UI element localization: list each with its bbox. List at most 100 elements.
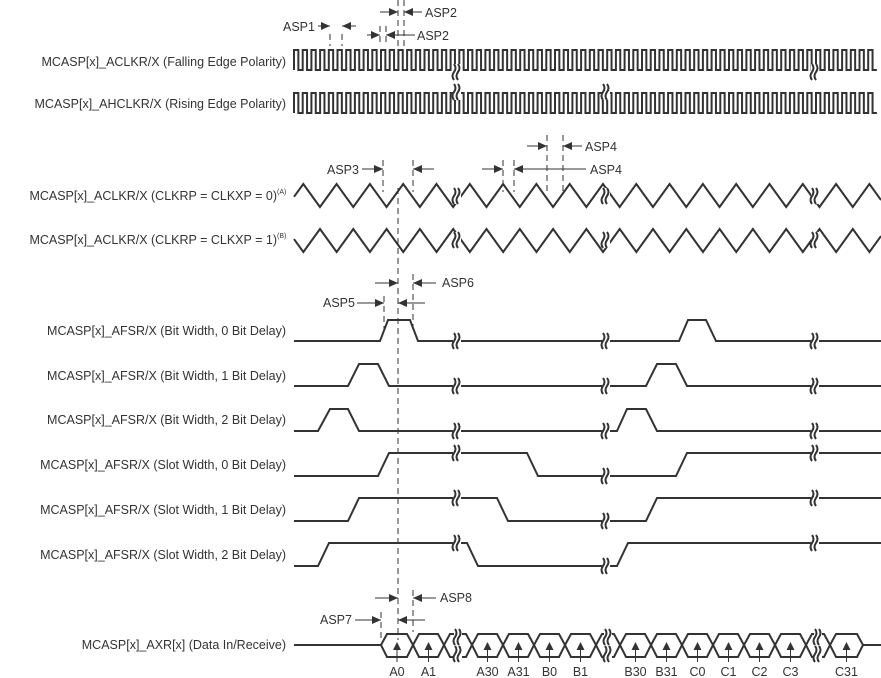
afsr-bit1-wave-break-squiggle [813, 377, 819, 395]
signal-label-aclk-clkp1: MCASP[x]_ACLKR/X (CLKRP = CLKXP = 1) [29, 233, 277, 247]
axr-break-squiggle [816, 628, 822, 646]
aclk-clkp1-break-squiggle [451, 231, 457, 249]
sample-arrow-icon [514, 642, 523, 650]
aclk-falling-break-squiggle [451, 63, 457, 81]
aclk-clkp1-break-squiggle [813, 231, 819, 249]
afsr-bit0-wave-break-squiggle [600, 332, 606, 350]
data-slot-label: B1 [573, 665, 588, 678]
signal-label-ahclk-rising: MCASP[x]_AHCLKR/X (Rising Edge Polarity) [35, 97, 286, 111]
signal-labels: MCASP[x]_ACLKR/X (Falling Edge Polarity)… [29, 55, 286, 652]
signal-label-afsr-bit2: MCASP[x]_AFSR/X (Bit Width, 2 Bit Delay) [47, 413, 286, 427]
afsr-bit0-wave [294, 319, 881, 342]
data-slot-label: A31 [507, 665, 529, 678]
aclk-clkp0-wave [293, 182, 881, 209]
afsr-slot1-wave-break-squiggle [604, 512, 610, 530]
axr-break-squiggle [606, 645, 612, 663]
ahclk-rising-break-squiggle [604, 83, 610, 101]
signal-label-axr: MCASP[x]_AXR[x] (Data In/Receive) [82, 638, 286, 652]
timing-annotations: ASP1 ASP2 ASP2 ASP3 ASP4 ASP4 ASP5 ASP6 … [283, 0, 622, 640]
asp1-label: ASP1 [283, 20, 315, 34]
ahclk-rising-break-squiggle [600, 83, 606, 101]
sample-arrow-icon [842, 642, 851, 650]
aclk-clkp0-break-squiggle [604, 187, 610, 205]
afsr-bit0-wave-break-squiggle [455, 332, 461, 350]
afsr-slot0-wave-break-squiggle [600, 467, 606, 485]
asp3-label: ASP3 [327, 163, 359, 177]
afsr-bit2-wave-break-squiggle [455, 422, 461, 440]
arrowhead-icon [563, 142, 572, 150]
afsr-slot2-wave-break-squiggle [809, 534, 815, 552]
asp6-label: ASP6 [442, 276, 474, 290]
afsr-bit0-wave-break-squiggle [813, 332, 819, 350]
afsr-bit1-wave-break-squiggle [809, 377, 815, 395]
arrowhead-icon [494, 165, 503, 173]
sample-arrow-icon [576, 642, 585, 650]
sample-arrow-icon [631, 642, 640, 650]
arrowhead-icon [413, 165, 422, 173]
data-slot-label: B30 [624, 665, 646, 678]
afsr-slot2-wave-break-squiggle [813, 534, 819, 552]
afsr-bit2-wave-break-squiggle [809, 422, 815, 440]
data-slot-label: C0 [690, 665, 706, 678]
aclk-clkp0-break-squiggle [813, 187, 819, 205]
signal-label-afsr-slot1: MCASP[x]_AFSR/X (Slot Width, 1 Bit Delay… [40, 503, 286, 517]
afsr-slot0-wave [294, 452, 881, 477]
axr-break-squiggle [602, 628, 608, 646]
afsr-bit2-wave-break-squiggle [451, 422, 457, 440]
aclk-clkp1-break-squiggle [604, 231, 610, 249]
afsr-bit1-wave-break-squiggle [451, 377, 457, 395]
afsr-slot1-wave-break-squiggle [455, 489, 461, 507]
axr-break-squiggle [816, 645, 822, 663]
data-slot-label: C31 [835, 665, 858, 678]
asp8-label: ASP8 [440, 591, 472, 605]
asp4-bottom-label: ASP4 [590, 163, 622, 177]
arrowhead-icon [371, 31, 380, 39]
data-slot-label: B31 [655, 665, 677, 678]
afsr-bit2-wave [294, 408, 881, 432]
data-slot-label: B0 [542, 665, 557, 678]
axr-data-slot [828, 633, 865, 658]
afsr-slot2-wave-break-squiggle [455, 534, 461, 552]
ahclk-rising-break-squiggle [451, 83, 457, 101]
arrowhead-icon [404, 8, 413, 16]
arrowhead-icon [538, 142, 547, 150]
axr-break-squiggle [602, 645, 608, 663]
afsr-bit0-wave-break-squiggle [809, 332, 815, 350]
aclk-clkp0-break-squiggle [451, 187, 457, 205]
data-slot-label: C3 [783, 665, 799, 678]
ahclk-rising-break-squiggle [455, 83, 461, 101]
aclk-clkp1-break-squiggle [809, 231, 815, 249]
arrowhead-icon [374, 165, 383, 173]
signal-label-aclk-clkp0: MCASP[x]_ACLKR/X (CLKRP = CLKXP = 0) [29, 189, 277, 203]
aclk-clkp0-break-squiggle [809, 187, 815, 205]
waveforms [293, 49, 881, 663]
sample-arrow-icon [724, 642, 733, 650]
aclk-clkp0-break-squiggle [600, 187, 606, 205]
asp7-label: ASP7 [320, 613, 352, 627]
afsr-slot0-wave-break-squiggle [813, 444, 819, 462]
arrowhead-icon [375, 299, 384, 307]
axr-break-squiggle [812, 628, 818, 646]
footnote-a: (A) [277, 189, 286, 196]
data-slot-label: C2 [752, 665, 768, 678]
afsr-bit1-wave-break-squiggle [600, 377, 606, 395]
afsr-slot1-wave-break-squiggle [809, 489, 815, 507]
sample-arrow-icon [393, 642, 401, 650]
arrowhead-icon [389, 594, 398, 602]
afsr-slot2-wave-break-squiggle [604, 557, 610, 575]
aclk-falling-break-squiggle [809, 63, 815, 81]
axr-break-squiggle [452, 628, 458, 646]
footnote-b: (B) [277, 233, 286, 240]
aclk-clkp1-wave [293, 227, 881, 254]
afsr-slot0-wave-break-squiggle [455, 444, 461, 462]
arrowhead-icon [413, 594, 422, 602]
sample-arrow-icon [662, 642, 671, 650]
signal-label-afsr-bit0: MCASP[x]_AFSR/X (Bit Width, 0 Bit Delay) [47, 324, 286, 338]
data-slot-label: A1 [421, 665, 436, 678]
afsr-slot1-wave-break-squiggle [813, 489, 819, 507]
arrowhead-icon [413, 279, 422, 287]
afsr-bit2-wave-break-squiggle [604, 422, 610, 440]
afsr-bit0-wave-break-squiggle [604, 332, 610, 350]
arrowhead-icon [372, 616, 381, 624]
